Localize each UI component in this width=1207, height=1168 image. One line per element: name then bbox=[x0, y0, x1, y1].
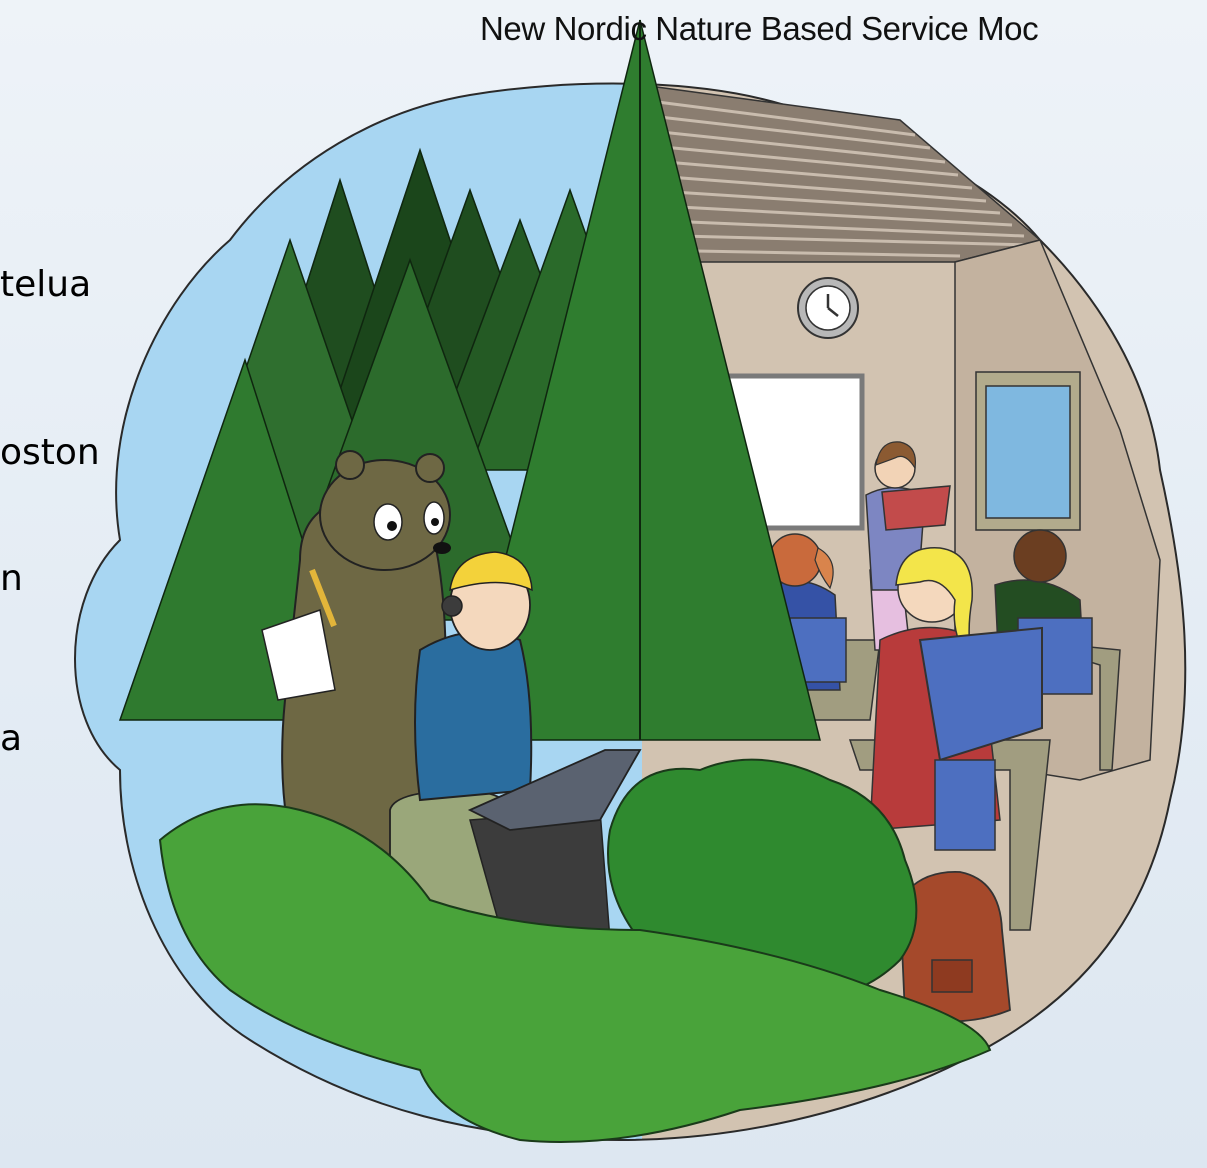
left-text-fragment-1: telua bbox=[0, 264, 92, 305]
classroom-window bbox=[975, 371, 1081, 531]
bear-with-notepad bbox=[261, 450, 451, 895]
ceiling-slats bbox=[641, 84, 1042, 263]
clock-icon bbox=[797, 277, 859, 339]
left-text-fragment-3: n bbox=[0, 558, 23, 599]
left-text-fragment-2: oston bbox=[0, 432, 100, 473]
slide-title: New Nordic Nature Based Service Moc bbox=[480, 10, 1039, 47]
backpack bbox=[899, 871, 1011, 1023]
boy-with-laptop bbox=[389, 551, 642, 976]
left-text-fragment-4: a bbox=[0, 718, 23, 759]
student-blonde bbox=[869, 547, 1043, 851]
grass-ground bbox=[158, 803, 992, 1143]
